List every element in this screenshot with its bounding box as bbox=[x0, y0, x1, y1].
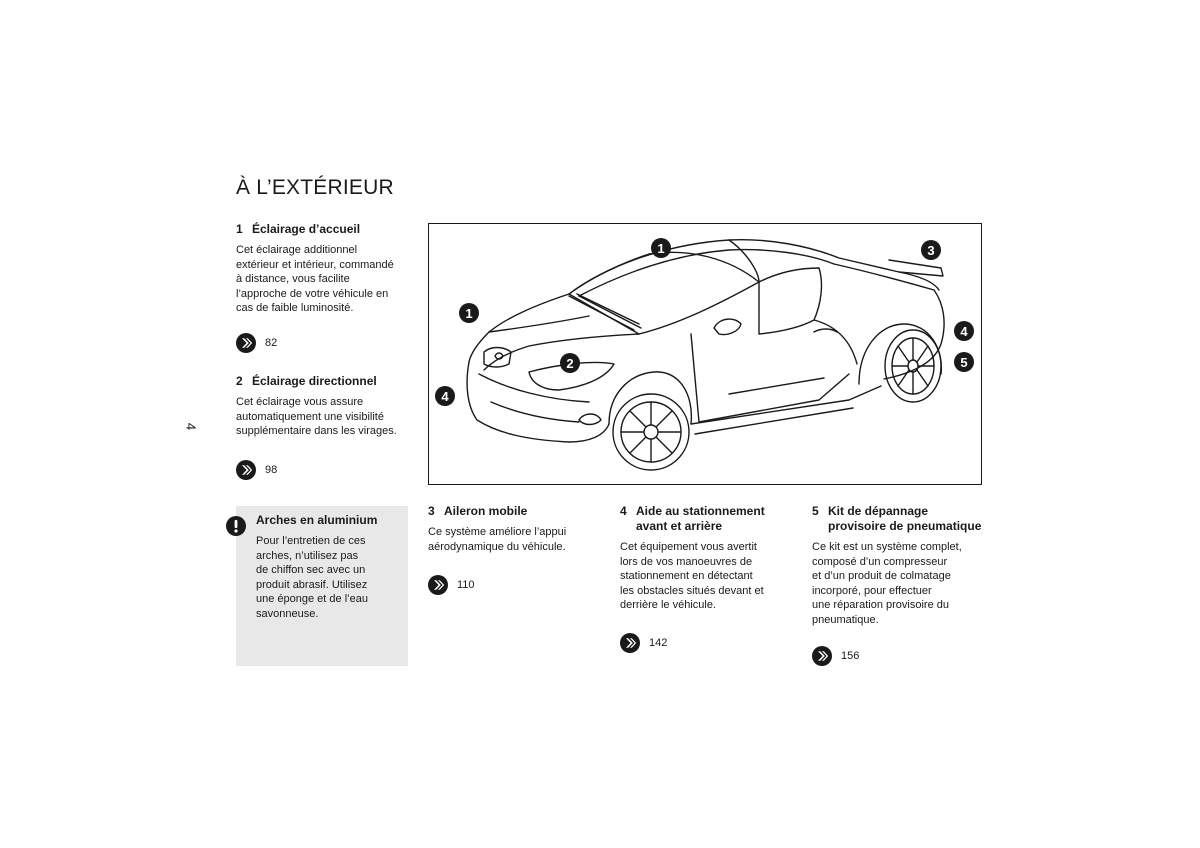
callout-5-repair-kit[interactable]: 5 bbox=[954, 352, 974, 372]
page-reference-arrow-icon bbox=[812, 646, 832, 666]
page-reference-arrow-icon bbox=[428, 575, 448, 595]
callout-label: 4 bbox=[441, 389, 449, 404]
warning-line: de chiffon sec avec un bbox=[256, 564, 366, 577]
section-4-page-ref[interactable]: 142 bbox=[620, 633, 667, 653]
section-1-heading: 1 Éclairage d’accueil bbox=[236, 222, 411, 237]
warning-content: Arches en aluminium Pour l’entretien de … bbox=[256, 513, 406, 622]
section-2-page-ref[interactable]: 98 bbox=[236, 460, 277, 480]
section-5-line: incorporé, pour effectuer bbox=[812, 584, 932, 597]
page-reference-arrow-icon bbox=[236, 460, 256, 480]
section-3-line: aérodynamique du véhicule. bbox=[428, 540, 566, 553]
section-1-number: 1 bbox=[236, 222, 243, 236]
exclamation-icon bbox=[226, 516, 246, 536]
section-5-page-ref[interactable]: 156 bbox=[812, 646, 859, 666]
section-5-title-line-1: Kit de dépannage bbox=[828, 504, 929, 518]
section-1-line: extérieur et intérieur, commandé bbox=[236, 258, 394, 271]
section-4-heading: 4 Aide au stationnement avant et arrière bbox=[620, 504, 800, 534]
section-3-title: Aileron mobile bbox=[444, 504, 528, 518]
warning-line: savonneuse. bbox=[256, 607, 319, 620]
warning-line: Pour l’entretien de ces bbox=[256, 535, 366, 547]
warning-body: Pour l’entretien de ces arches, n’utilis… bbox=[256, 534, 406, 622]
callout-label: 3 bbox=[927, 243, 934, 258]
callout-1-front-light[interactable]: 1 bbox=[459, 303, 479, 323]
section-5-line: une réparation provisoire du bbox=[812, 599, 949, 612]
section-1: 1 Éclairage d’accueil Cet éclairage addit… bbox=[236, 222, 411, 316]
section-3-body: Ce système améliore l’appui aérodynamiqu… bbox=[428, 525, 608, 554]
section-5: 5 Kit de dépannage provisoire de pneumati… bbox=[812, 504, 992, 628]
section-2: 2 Éclairage directionnel Cet éclairage vo… bbox=[236, 374, 411, 439]
section-4-line: les obstacles situés devant et bbox=[620, 584, 764, 597]
section-4-number: 4 bbox=[620, 504, 627, 518]
section-1-line: cas de faible luminosité. bbox=[236, 302, 354, 315]
warning-line: arches, n’utilisez pas bbox=[256, 549, 359, 562]
callout-label: 1 bbox=[657, 241, 664, 256]
callout-3-rear-spoiler[interactable]: 3 bbox=[921, 240, 941, 260]
section-1-line: l’approche de votre véhicule en bbox=[236, 287, 389, 300]
section-3: 3 Aileron mobile Ce système améliore l’ap… bbox=[428, 504, 608, 554]
section-3-page-ref[interactable]: 110 bbox=[428, 575, 475, 595]
warning-box bbox=[236, 506, 408, 666]
car-outline bbox=[466, 238, 945, 471]
callout-1-roof-light[interactable]: 1 bbox=[651, 238, 671, 258]
section-5-number: 5 bbox=[812, 504, 819, 518]
section-2-line: Cet éclairage vous assure bbox=[236, 396, 364, 408]
warning-line: une éponge et de l’eau bbox=[256, 593, 368, 606]
section-4-line: derrière le véhicule. bbox=[620, 599, 716, 612]
section-4-title-line-1: Aide au stationnement bbox=[636, 504, 765, 518]
section-2-line: supplémentaire dans les virages. bbox=[236, 425, 397, 438]
car-illustration: 1 3 1 2 4 4 5 bbox=[435, 238, 974, 471]
section-1-body: Cet éclairage additionnel extérieur et i… bbox=[236, 243, 411, 316]
section-3-ref-page: 110 bbox=[457, 579, 475, 591]
callout-label: 1 bbox=[465, 306, 472, 321]
warning-heading: Arches en aluminium bbox=[256, 513, 378, 527]
callout-label: 5 bbox=[960, 355, 967, 370]
section-5-body: Ce kit est un système complet, composé d… bbox=[812, 540, 992, 628]
section-4-title-line-2: avant et arrière bbox=[636, 519, 723, 533]
section-2-title: Éclairage directionnel bbox=[252, 374, 377, 388]
section-1-ref-page: 82 bbox=[265, 337, 278, 349]
section-1-line: Cet éclairage additionnel bbox=[236, 244, 358, 256]
callout-label: 4 bbox=[960, 324, 968, 339]
section-2-number: 2 bbox=[236, 374, 243, 388]
section-4-line: lors de vos manoeuvres de bbox=[620, 555, 753, 568]
section-5-heading: 5 Kit de dépannage provisoire de pneumati… bbox=[812, 504, 992, 534]
section-2-heading: 2 Éclairage directionnel bbox=[236, 374, 411, 389]
page-title: À L’EXTÉRIEUR bbox=[236, 176, 394, 199]
section-2-line: automatiquement une visibilité bbox=[236, 410, 384, 423]
callout-4-front-parking-sensor[interactable]: 4 bbox=[435, 386, 455, 406]
page-reference-arrow-icon bbox=[236, 333, 256, 353]
section-3-line: Ce système améliore l’appui bbox=[428, 526, 567, 538]
section-1-title: Éclairage d’accueil bbox=[252, 222, 361, 236]
section-5-line: pneumatique. bbox=[812, 613, 879, 626]
section-4-line: stationnement en détectant bbox=[620, 570, 753, 583]
section-5-ref-page: 156 bbox=[841, 650, 860, 662]
warning-line: produit abrasif. Utilisez bbox=[256, 578, 368, 591]
car-diagram: 1 3 1 2 4 4 5 bbox=[428, 223, 982, 485]
page-number: 4 bbox=[183, 422, 199, 431]
section-5-line: composé d’un compresseur bbox=[812, 555, 948, 568]
section-4-body: Cet équipement vous avertit lors de vos … bbox=[620, 540, 800, 613]
callout-label: 2 bbox=[566, 356, 573, 371]
section-5-title-line-2: provisoire de pneumatique bbox=[828, 519, 982, 533]
section-2-ref-page: 98 bbox=[265, 464, 278, 476]
section-2-body: Cet éclairage vous assure automatiquemen… bbox=[236, 395, 411, 439]
callout-4-rear-parking-sensor[interactable]: 4 bbox=[954, 321, 974, 341]
section-4-ref-page: 142 bbox=[649, 637, 668, 649]
page-reference-arrow-icon bbox=[620, 633, 640, 653]
section-3-heading: 3 Aileron mobile bbox=[428, 504, 608, 519]
section-3-number: 3 bbox=[428, 504, 435, 518]
section-5-line: et d’un produit de colmatage bbox=[812, 570, 951, 583]
section-4-line: Cet équipement vous avertit bbox=[620, 541, 757, 553]
callout-2-directional-light[interactable]: 2 bbox=[560, 353, 580, 373]
section-1-line: à distance, vous facilite bbox=[236, 273, 350, 286]
section-5-line: Ce kit est un système complet, bbox=[812, 541, 962, 553]
section-1-page-ref[interactable]: 82 bbox=[236, 333, 277, 353]
